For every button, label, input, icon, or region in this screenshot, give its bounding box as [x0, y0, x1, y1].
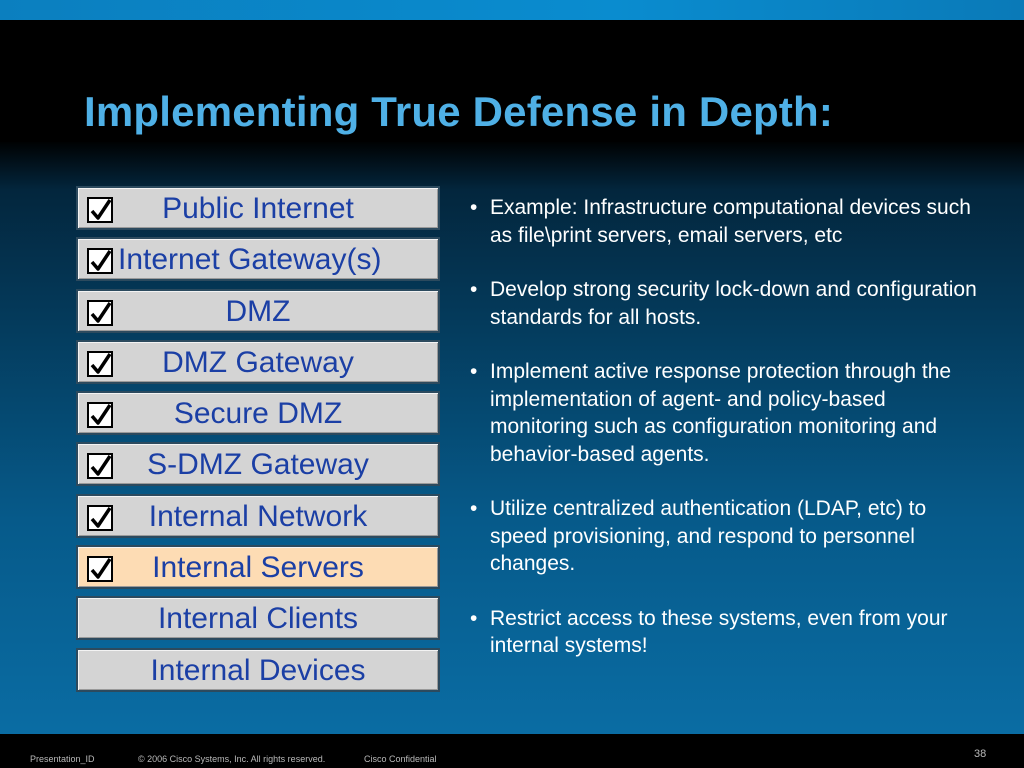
layer-internet-gateways: Internet Gateway(s) [76, 237, 440, 282]
slide-title: Implementing True Defense in Depth: [84, 88, 834, 135]
checkbox-checked-icon [87, 350, 113, 377]
layer-dmz: DMZ [76, 288, 440, 333]
layer-internal-devices: Internal Devices [76, 647, 440, 692]
layer-label: Internal Servers [152, 551, 364, 585]
layer-internal-network: Internal Network [76, 493, 440, 538]
checkbox-checked-icon [87, 299, 113, 326]
bullet-item: Implement active response protection thr… [468, 358, 978, 468]
top-accent-bar [0, 0, 1024, 20]
slide-footer: Presentation_ID © 2006 Cisco Systems, In… [0, 734, 1024, 768]
footer-presentation-id: Presentation_ID [30, 754, 95, 764]
bullet-item: Develop strong security lock-down and co… [468, 276, 978, 331]
layer-internal-servers: Internal Servers [76, 545, 440, 590]
bullet-item: Example: Infrastructure computational de… [468, 194, 978, 249]
checkbox-checked-icon [87, 453, 113, 480]
footer-confidential: Cisco Confidential [364, 754, 437, 764]
layer-label: DMZ [225, 294, 291, 328]
bullet-item: Restrict access to these systems, even f… [468, 605, 978, 660]
layer-internal-clients: Internal Clients [76, 596, 440, 641]
checkbox-checked-icon [87, 402, 113, 429]
header-band [0, 20, 1024, 142]
layer-secure-dmz: Secure DMZ [76, 391, 440, 436]
defense-layers-stack: Public Internet Internet Gateway(s) DMZ … [76, 186, 444, 699]
page-number: 38 [974, 748, 987, 760]
layer-label: Internal Devices [150, 653, 366, 687]
layer-label: Internet Gateway(s) [118, 243, 382, 277]
checkbox-checked-icon [87, 556, 113, 583]
checkbox-checked-icon [87, 248, 113, 275]
bullet-item: Utilize centralized authentication (LDAP… [468, 495, 978, 578]
layer-label: Internal Clients [157, 602, 359, 636]
checkbox-checked-icon [87, 197, 113, 223]
bullet-list: Example: Infrastructure computational de… [468, 194, 978, 687]
layer-public-internet: Public Internet [76, 186, 440, 230]
layer-label: DMZ Gateway [162, 345, 354, 379]
layer-label: Secure DMZ [173, 397, 343, 431]
layer-label: S-DMZ Gateway [147, 448, 369, 482]
layer-label: Public Internet [162, 192, 354, 225]
layer-label: Internal Network [148, 499, 368, 533]
checkbox-checked-icon [87, 504, 113, 531]
footer-copyright: © 2006 Cisco Systems, Inc. All rights re… [138, 754, 326, 764]
layer-dmz-gateway: DMZ Gateway [76, 339, 440, 384]
layer-s-dmz-gateway: S-DMZ Gateway [76, 442, 440, 487]
